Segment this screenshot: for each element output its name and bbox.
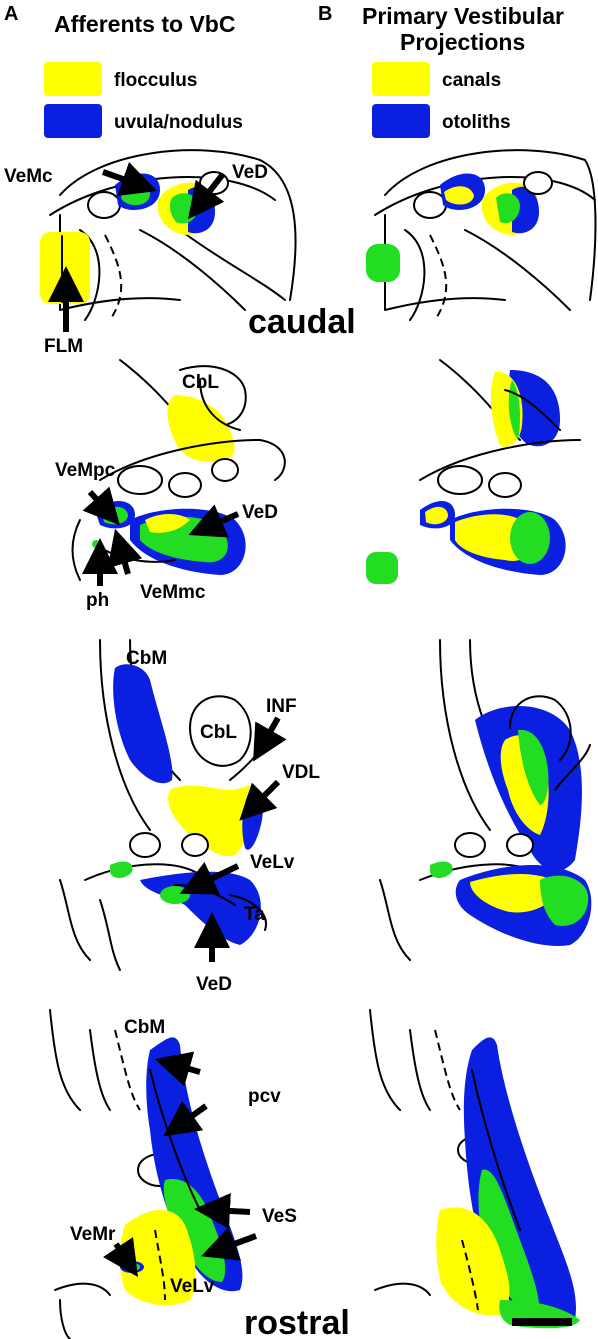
section-1-panel-b [366, 149, 597, 321]
label-vdl: VDL [282, 762, 320, 783]
legend-flocculus-swatch [44, 62, 102, 96]
label-vemmc: VeMmc [140, 582, 206, 603]
label-ph: ph [86, 590, 109, 611]
panel-a-title: Afferents to VbC [54, 11, 235, 37]
legend-canals-label: canals [442, 70, 501, 91]
legend-uvula-nodulus-swatch [44, 104, 102, 138]
legend-flocculus-label: flocculus [114, 70, 197, 91]
label-ved-1: VeD [232, 162, 268, 183]
legend-otoliths-swatch [372, 104, 430, 138]
label-cbm-4: CbM [124, 1017, 165, 1038]
panel-b-letter: B [318, 3, 332, 25]
label-ta: Ta [244, 904, 265, 925]
label-vemr: VeMr [70, 1224, 116, 1245]
label-inf: INF [266, 696, 297, 717]
section-3-panel-a [59, 639, 287, 971]
level-caudal-label: caudal [248, 303, 356, 341]
section-2-panel-b [366, 359, 581, 584]
scale-bar [512, 1318, 572, 1326]
legend-uvula-nodulus-label: uvula/nodulus [114, 112, 243, 133]
panel-a-letter: A [4, 3, 18, 25]
label-cbl-3: CbL [200, 722, 237, 743]
label-velv-4: VeLv [170, 1276, 215, 1297]
label-flm: FLM [44, 336, 83, 357]
section-1-panel-a [40, 149, 297, 332]
label-ved-2: VeD [242, 502, 278, 523]
label-ved-3: VeD [196, 974, 232, 995]
legend-otoliths-label: otoliths [442, 112, 511, 133]
section-2-panel-a [71, 359, 286, 586]
label-vempc: VeMpc [55, 460, 116, 481]
label-cbl-2: CbL [182, 372, 219, 393]
section-3-panel-b [379, 639, 592, 961]
level-rostral-label: rostral [244, 1304, 350, 1339]
section-4-panel-a [49, 1009, 258, 1339]
panel-b-title-line1: Primary Vestibular [362, 3, 564, 29]
label-ves: VeS [262, 1206, 297, 1227]
label-pcv: pcv [248, 1086, 281, 1107]
legend-canals-swatch [372, 62, 430, 96]
label-velv-3: VeLv [250, 852, 295, 873]
label-vemc-1: VeMc [4, 166, 53, 187]
section-4-panel-b [369, 1009, 580, 1329]
panel-b-title-line2: Projections [400, 29, 525, 55]
label-cbm-3: CbM [126, 648, 167, 669]
